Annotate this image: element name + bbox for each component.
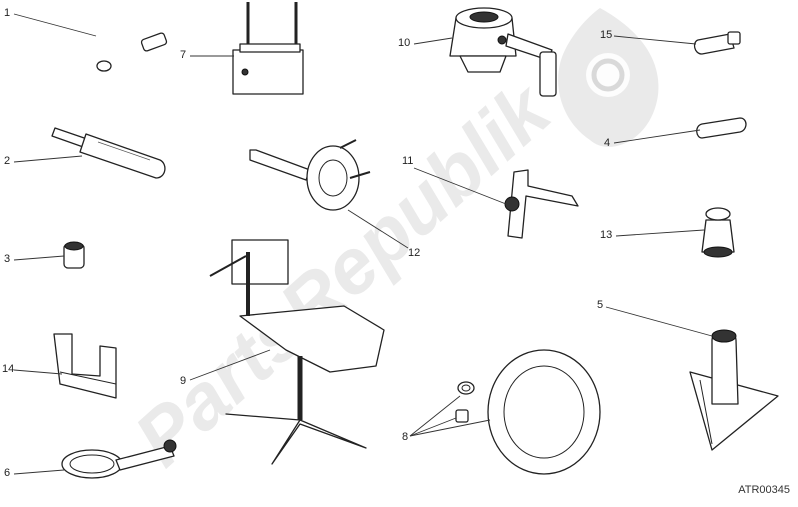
callout-7: 7 [180, 49, 187, 61]
tool-12-ring-arm [249, 139, 371, 211]
callout-11: 11 [402, 155, 414, 167]
callout-4: 4 [604, 137, 611, 149]
tool-7-pin-plate [232, 2, 304, 95]
tool-1-hook-wrench [94, 8, 168, 72]
callout-6: 6 [4, 467, 11, 479]
callout-12: 12 [408, 247, 421, 259]
callout-14: 14 [2, 363, 15, 375]
tool-2-punch [51, 127, 166, 179]
drawing-code: ATR00345 [738, 484, 790, 496]
tool-5-puller-plate [689, 329, 779, 451]
callout-10: 10 [398, 37, 411, 49]
callout-9: 9 [180, 375, 187, 387]
tool-15-pin [693, 31, 741, 55]
callout-5: 5 [597, 299, 604, 311]
leader-lines [13, 13, 713, 475]
tool-10-sleeve-handle [449, 7, 557, 97]
tool-6-strap-wrench [61, 439, 177, 479]
tool-4-pin [696, 117, 747, 139]
callout-2: 2 [4, 155, 11, 167]
callout-8: 8 [402, 431, 409, 443]
tool-9-stand-tray [209, 239, 385, 465]
tool-14-bracket [53, 333, 117, 399]
tool-13-collet [701, 207, 735, 258]
callout-13: 13 [600, 229, 613, 241]
callout-1: 1 [4, 7, 11, 19]
tool-11-bracket-knob [504, 169, 579, 239]
tool-3-bush [63, 241, 85, 269]
tool-8-ring-set [455, 349, 601, 475]
callout-3: 3 [4, 253, 11, 265]
callout-15: 15 [600, 29, 613, 41]
gear-icon [558, 8, 659, 147]
